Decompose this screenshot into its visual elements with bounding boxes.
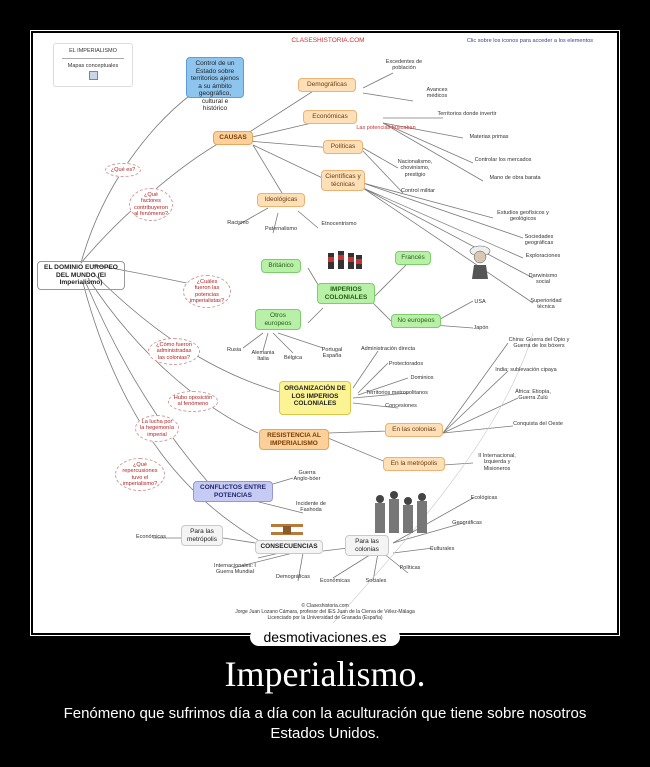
question-powers[interactable]: ¿Cuáles fueron las potencias imperialist… [183, 275, 231, 309]
credit-line-3: Licenciado por la Universidad de Granada… [267, 614, 383, 621]
leaf-guerra-anglo: Guerra Anglo-bóer [293, 470, 321, 483]
leaf-paternalismo: Paternalismo [264, 226, 298, 232]
instruction-label: Clic sobre los iconos para acceder a los… [466, 38, 594, 44]
brand-label: desmotivaciones.es [263, 629, 387, 645]
poster-caption: Fenómeno que sufrimos día a día con la a… [63, 705, 587, 742]
node-politicas[interactable]: Políticas [323, 140, 363, 154]
leaf-avances: Avances médicos [426, 87, 448, 100]
leaf-mano-obra: Mano de obra barata [489, 175, 541, 181]
leaf-conquista-oeste: Conquista del Oeste [513, 421, 563, 427]
node-control[interactable]: Control de un Estado sobre territorios a… [186, 57, 244, 112]
node-organizacion[interactable]: ORGANIZACIÓN DE LOS IMPERIOS COLONIALES [279, 381, 351, 415]
leaf-africa: África: Etiopía, Guerra Zulú [515, 389, 551, 402]
leaf-rusia: Rusia [226, 347, 242, 353]
node-root[interactable]: EL DOMINIO EUROPEO DEL MUNDO (El Imperia… [37, 261, 125, 290]
leaf-demograficas2: Demográficas [276, 574, 310, 580]
question-opposition[interactable]: Hubo oposición al fenómeno [168, 391, 218, 412]
leaf-internacionales: Internacionales: I Guerra Mundial [214, 563, 256, 576]
node-para-metropolis[interactable]: Para las metrópolis [181, 525, 223, 546]
node-para-colonias[interactable]: Para las colonias [345, 535, 389, 556]
node-root-label: EL DOMINIO EUROPEO DEL MUNDO (El Imperia… [44, 264, 118, 286]
leaf-japon: Japón [473, 325, 489, 331]
leaf-portugal: Portugal España [321, 347, 343, 360]
leaf-racismo: Racismo [227, 220, 249, 226]
question-admin[interactable]: ¿Cómo fueron administradas las colonias? [148, 338, 200, 365]
node-ideologicas[interactable]: Ideológicas [257, 193, 305, 207]
question-what[interactable]: ¿Qué es? [105, 163, 141, 178]
credit-line-1: © Claseshistoria.com [301, 603, 349, 609]
node-en-metropoli[interactable]: En la metrópolis [383, 457, 445, 471]
legend-box: EL IMPERIALISMO Mapas conceptuales [53, 43, 133, 87]
node-conflictos[interactable]: CONFLICTOS ENTRE POTENCIAS [193, 481, 273, 502]
brand-badge[interactable]: desmotivaciones.es [250, 628, 400, 646]
node-demograficas[interactable]: Demográficas [298, 78, 356, 92]
node-cientificas[interactable]: Científicas y técnicas [321, 170, 365, 191]
leaf-politicas2: Políticas [399, 565, 421, 571]
leaf-internacional: II Internacional, Izquierda y Misioneros [478, 453, 516, 472]
leaf-excedentes: Excedentes de población [385, 59, 423, 72]
node-economicas[interactable]: Económicas [303, 110, 357, 124]
leaf-nacionalismo: Nacionalismo, chovinismo, prestigio [397, 159, 433, 178]
leaf-materias-primas: Materias primas [469, 134, 509, 140]
connector-lines [80, 72, 534, 624]
node-causas[interactable]: CAUSAS [213, 131, 253, 145]
node-en-colonias[interactable]: En las colonias [385, 423, 443, 437]
soldiers-illustration [328, 251, 362, 269]
leaf-dominios: Dominios [410, 375, 434, 381]
site-label[interactable]: CLASESHISTORIA.COM [291, 37, 365, 44]
leaf-admin-directa: Administración directa [360, 346, 416, 352]
question-repercussions[interactable]: ¿Qué repercusiones tuvo el imperialismo? [115, 458, 165, 492]
node-otros[interactable]: Otros europeos [255, 309, 301, 330]
legend-subtitle: Mapas conceptuales [67, 63, 119, 70]
leaf-economicas3: Económicas [320, 578, 350, 584]
leaf-controlar-mercados: Controlar los mercados [474, 157, 532, 163]
leaf-china: China: Guerra del Opio y Guerra de los b… [508, 337, 570, 350]
node-control-label: Control de un Estado sobre territorios a… [190, 60, 240, 112]
leaf-darwinismo: Darwinismo social [528, 273, 558, 286]
question-factors[interactable]: ¿Qué factores contribuyeron al fenómeno? [129, 188, 173, 222]
node-frances[interactable]: Francés [395, 251, 431, 265]
credits: © Claseshistoria.com Jorge Juan Lozano C… [215, 603, 435, 621]
colonial-scene-illustration [375, 491, 427, 533]
leaf-territorios-metro: Territorios metropolitanos [366, 390, 428, 396]
leaf-usa: USA [474, 299, 486, 305]
node-consecuencias[interactable]: CONSECUENCIAS [255, 540, 323, 554]
node-no-europeos[interactable]: No europeos [391, 314, 441, 328]
leaf-india: India: sublevación cipaya [495, 367, 557, 373]
biplane-illustration [271, 524, 303, 535]
credit-line-2: Jorge Juan Lozano Cámara, profesor del I… [235, 608, 415, 615]
question-struggle[interactable]: La lucha por la hegemonía imperial [135, 415, 179, 442]
leaf-potencias-buscaban: Las potencias buscaban [356, 125, 416, 131]
leaf-belgica: Bélgica [283, 355, 303, 361]
node-britanico[interactable]: Británico [261, 259, 301, 273]
leaf-etnocentrismo: Etnocentrismo [321, 221, 357, 227]
leaf-concesiones: Concesiones [385, 403, 417, 409]
leaf-estudios: Estudios geofísicos y geológicos [497, 210, 549, 223]
concept-map: EL IMPERIALISMO Mapas conceptuales CLASE… [33, 33, 617, 633]
leaf-control-militar: Control militar [401, 188, 435, 194]
leaf-culturales: Culturales [429, 546, 455, 552]
leaf-protectorados: Protectorados [388, 361, 424, 367]
leaf-sociedades: Sociedades geográficas [524, 234, 554, 247]
leaf-exploraciones: Exploraciones [525, 253, 561, 259]
legend-icon[interactable] [88, 70, 98, 80]
legend-title: EL IMPERIALISMO [69, 48, 117, 54]
node-imperios[interactable]: IMPERIOS COLONIALES [317, 283, 375, 304]
leaf-superioridad: Superioridad técnica [530, 298, 562, 311]
poster-title: Imperialismo. [224, 654, 426, 694]
node-resistencia[interactable]: RESISTENCIA AL IMPERIALISMO [259, 429, 329, 450]
leaf-sociales: Sociales [365, 578, 387, 584]
leaf-alemania: Alemania Italia [251, 350, 275, 363]
leaf-ecologicas: Ecológicas [470, 495, 498, 501]
leaf-incidente: Incidente de Fashoda [296, 501, 326, 514]
leaf-geograficas: Geográficas [452, 520, 482, 526]
leaf-territorios-invertir: Territorios donde invertir [437, 111, 497, 117]
legend-divider [62, 58, 124, 60]
leaf-economicas2: Económicas [136, 534, 166, 540]
explorer-portrait [469, 245, 491, 279]
